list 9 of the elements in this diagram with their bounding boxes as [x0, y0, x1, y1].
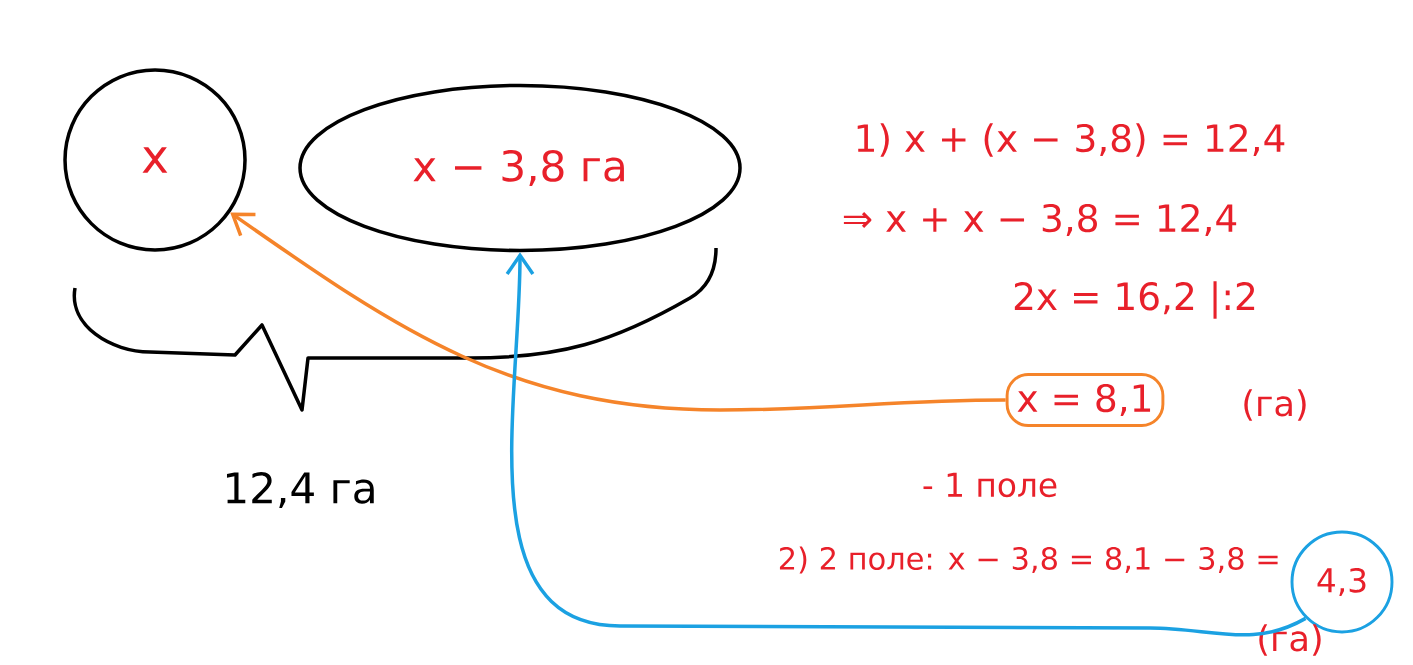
unit-label: (га): [1244, 389, 1306, 421]
note-text: - 1 поле: [923, 472, 1057, 498]
equation: ⇒ x + x − 3,8 = 12,4: [843, 203, 1237, 237]
equation: 2x = 16,2 |:2: [1014, 281, 1255, 319]
equation: 1) x + (x − 3,8) = 12,4: [857, 123, 1285, 157]
arrow: [505, 252, 1307, 637]
circled-answer: x = 8,1: [1005, 373, 1165, 427]
measure-label: 12,4 га: [227, 471, 374, 509]
arrow: [230, 212, 1006, 412]
